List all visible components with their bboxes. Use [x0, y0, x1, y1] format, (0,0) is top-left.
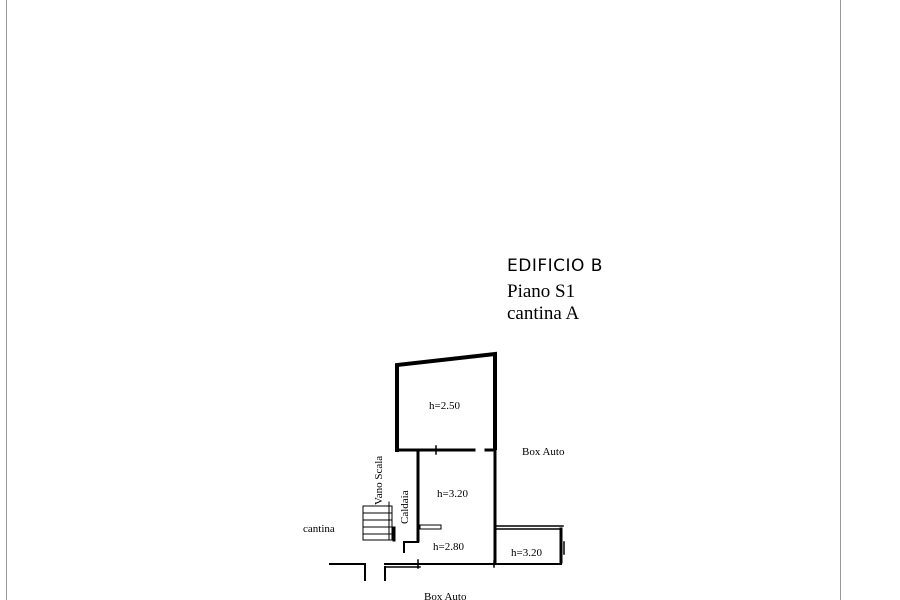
cantina-left-label: cantina	[303, 523, 335, 535]
caldaia-label: Caldaia	[399, 490, 411, 524]
right-room-height: h=3.20	[511, 547, 542, 559]
upper-room-height: h=2.50	[429, 400, 460, 412]
box-auto-bottom-label: Box Auto	[424, 591, 467, 600]
box-auto-right-label: Box Auto	[522, 446, 565, 458]
caldaia-opening	[419, 524, 442, 530]
vano-scala-label: Vano Scala	[373, 456, 385, 505]
middle-room-height: h=3.20	[437, 488, 468, 500]
sheet-border-right	[840, 0, 841, 600]
upper-room-walls	[395, 351, 497, 452]
floor-title: Piano S1	[507, 281, 576, 302]
building-title: EDIFICIO B	[507, 256, 603, 276]
lower-room-height: h=2.80	[433, 541, 464, 553]
stair-symbol	[362, 501, 393, 541]
sheet-border-left	[6, 0, 7, 600]
unit-title: cantina A	[507, 303, 580, 324]
